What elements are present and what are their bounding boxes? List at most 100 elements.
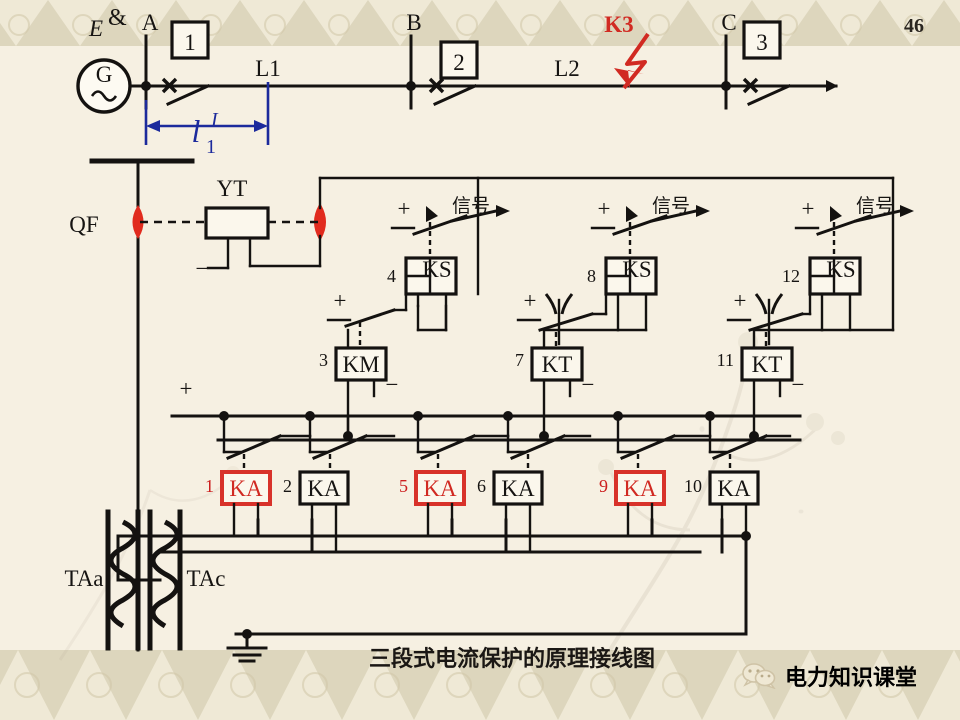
dim-arrow-left-icon: [146, 120, 160, 132]
km3-label: KM: [342, 352, 379, 377]
taa-coil-icon: [108, 519, 138, 629]
breaker-number-box-1: [170, 20, 210, 60]
ka5-label: KA: [423, 476, 457, 501]
line-arrow-icon: [826, 80, 838, 92]
kt11-number: 11: [717, 350, 734, 370]
ct-secondary-wiring: TAa TAc: [64, 509, 751, 663]
breaker-number-3: 3: [756, 30, 768, 55]
relay-ka-2: KA 2: [283, 470, 350, 554]
primary-system: G E & A 1 L1: [76, 5, 838, 158]
relay-ka-5: KA 5: [399, 470, 466, 538]
channel-watermark: 电力知识课堂: [742, 660, 917, 692]
km3-number: 3: [319, 350, 328, 370]
figure-caption: 三段式电流保护的原理接线图: [369, 646, 655, 672]
dimension-superscript: I: [210, 109, 219, 131]
kt7-plus-label: +: [524, 288, 537, 313]
tac-coil-icon: [150, 519, 180, 629]
ka-contact-network: +: [170, 376, 802, 472]
km3-contact-blade: [344, 308, 396, 328]
signal-arrow-icon-1: [496, 205, 510, 217]
taa-label: TAa: [64, 566, 103, 591]
circuit-breaker-2[interactable]: 2: [428, 40, 479, 106]
channel-watermark-text: 电力知识课堂: [785, 666, 918, 691]
ka2-number: 2: [283, 476, 292, 496]
bus-A: A: [141, 10, 159, 110]
relay-kt-7: KT 7: [515, 346, 584, 382]
qf-label: QF: [69, 212, 98, 237]
ka6-label: KA: [501, 476, 535, 501]
relay-km-3: KM 3: [319, 346, 388, 382]
ac-waveform-icon: [90, 90, 118, 102]
positive-rail-label: +: [180, 376, 193, 401]
ks4-plus-label: +: [398, 196, 411, 221]
ks4-signal-lead: [450, 209, 498, 223]
fault-marker-k3: K3: [604, 12, 650, 90]
ka6-contact-blade: [510, 434, 566, 460]
bus-label-c: C: [721, 10, 736, 35]
relay-ks-8: KS 8: [587, 256, 658, 296]
emf-label: E: [88, 16, 103, 41]
trip-coil-yt: [204, 206, 270, 240]
ka10-number: 10: [684, 476, 702, 496]
tac-label: TAc: [186, 566, 225, 591]
ka2-label: KA: [307, 476, 341, 501]
ka6-number: 6: [477, 476, 486, 496]
ks12-plus-label: +: [802, 196, 815, 221]
ka1-contact-blade: [226, 434, 282, 460]
ground-symbol: [226, 646, 268, 663]
generator-label: G: [96, 62, 113, 87]
fault-label-k3: K3: [604, 12, 633, 37]
breaker-number-box-3: [742, 20, 782, 60]
signal-arrow-icon-3: [900, 205, 914, 217]
circuit-breaker-3[interactable]: 3: [742, 20, 791, 106]
breaker-number-1: 1: [184, 30, 196, 55]
dim-arrow-right-icon: [254, 120, 268, 132]
circuit-breaker-1[interactable]: 1: [161, 20, 210, 106]
relay-ks-12: KS 12: [782, 256, 862, 296]
decorative-border-bottom: [0, 650, 960, 720]
ks8-flag-icon: [626, 206, 638, 222]
breaker-number-box-2: [439, 40, 479, 80]
relay-ks-4: KS 4: [387, 256, 458, 296]
signal-arrow-icon-2: [696, 205, 710, 217]
kt11-timer-symbol: [748, 293, 804, 346]
ks4-label: KS: [422, 257, 451, 282]
stage-1: + 信号 KS 4 +: [319, 176, 510, 418]
bus-B: B: [406, 10, 422, 110]
km3-minus-label: −: [386, 372, 399, 397]
current-transformer-taa: TAa: [64, 509, 141, 651]
ka1-number: 1: [205, 476, 214, 496]
kt7-minus-label: −: [582, 372, 595, 397]
kt7-label: KT: [542, 352, 573, 377]
dimension-subscript: 1: [206, 136, 216, 158]
ks8-plus-label: +: [598, 196, 611, 221]
ks4-flag-icon: [426, 206, 438, 222]
ka2-contact-blade: [312, 434, 368, 460]
line-label-l2: L2: [554, 56, 580, 81]
line-label-l1: L1: [255, 56, 281, 81]
ka5-contact-blade: [420, 434, 476, 460]
lightning-bolt-icon: [622, 32, 650, 90]
ka9-contact-blade: [620, 434, 676, 460]
ks12-label: KS: [826, 257, 855, 282]
stage-2: + 信号 KS 8 +: [515, 195, 710, 418]
breaker-cross-icon: [742, 77, 759, 94]
relay-ka-9: KA 9: [599, 470, 666, 538]
signal-label-2: 信号: [652, 195, 690, 217]
ks4-number: 4: [387, 266, 396, 286]
wechat-icon: [742, 663, 776, 689]
yt-label: YT: [217, 176, 248, 201]
km3-plus-label: +: [334, 288, 347, 313]
kt7-timer-symbol: [538, 293, 594, 346]
relay-kt-11: KT 11: [717, 346, 794, 382]
fault-arrow-icon: [614, 68, 644, 88]
ka-relay-row: KA 1 KA 2 KA 5: [205, 470, 760, 554]
signal-label-1: 信号: [452, 195, 490, 217]
signal-label-3: 信号: [856, 195, 894, 217]
breaker-number-2: 2: [453, 50, 465, 75]
relay-ka-10: KA 10: [684, 470, 760, 538]
emf-ampersand-glyph: &: [108, 5, 127, 31]
relay-ka-1: KA 1: [205, 470, 272, 538]
relay-ka-6: KA 6: [477, 470, 544, 554]
